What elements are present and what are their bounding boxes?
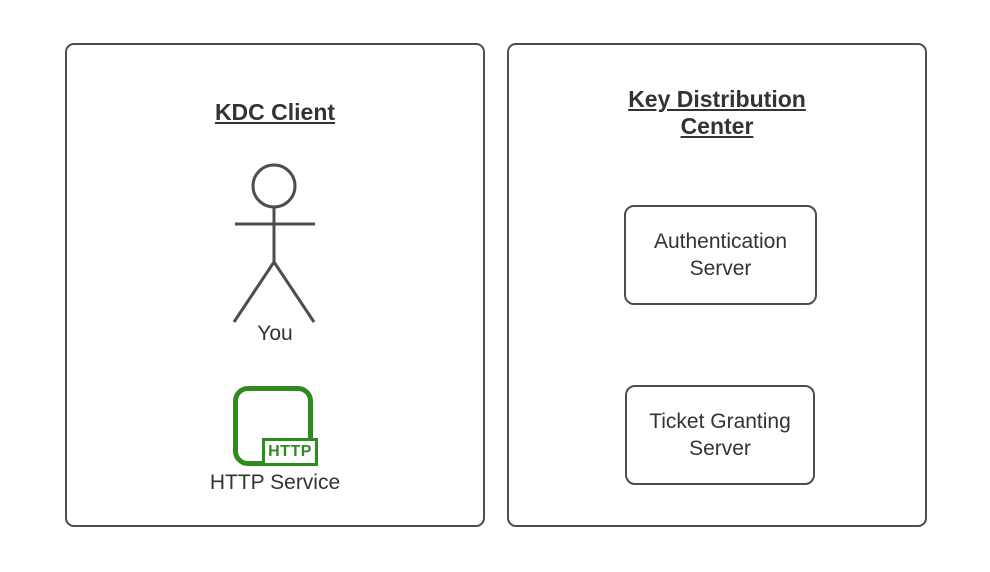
stick-figure-actor-icon xyxy=(232,163,316,323)
key-distribution-center-title-line1: Key Distribution xyxy=(628,86,806,112)
ticket-granting-server-node: Ticket Granting Server xyxy=(625,385,815,485)
http-service-label: HTTP Service xyxy=(209,471,341,494)
ticket-granting-server-label: Ticket Granting Server xyxy=(649,410,791,460)
authentication-server-node: Authentication Server xyxy=(624,205,817,305)
key-distribution-center-title: Key Distribution Center xyxy=(507,86,927,140)
actor-label: You xyxy=(257,322,293,345)
kdc-client-title: KDC Client xyxy=(214,99,336,125)
http-badge: HTTP xyxy=(262,438,318,466)
authentication-server-label: Authentication Server xyxy=(653,230,788,280)
key-distribution-center-title-line2: Center xyxy=(680,113,754,139)
http-service-icon: HTTP xyxy=(233,386,318,466)
